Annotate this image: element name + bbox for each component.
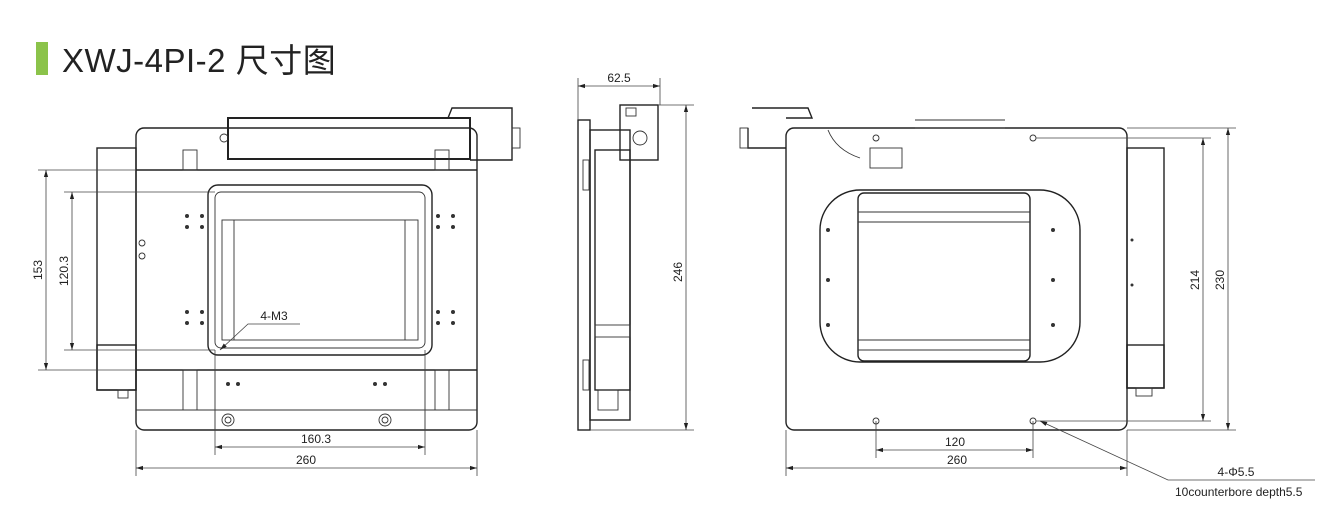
hole-note-counterbore: 10counterbore depth5.5 bbox=[1175, 485, 1303, 499]
hole-label-4-m3: 4-M3 bbox=[260, 309, 288, 323]
dim-246: 246 bbox=[671, 262, 685, 282]
dim-120: 120 bbox=[945, 435, 965, 449]
front-view: 153 120.3 160.3 260 4-M3 bbox=[31, 107, 521, 476]
title-text: XWJ-4PI-2 尺寸图 bbox=[62, 42, 337, 79]
dim-153: 153 bbox=[31, 260, 45, 280]
page-title: XWJ-4PI-2 尺寸图 bbox=[36, 34, 336, 82]
dim-62-5: 62.5 bbox=[607, 71, 631, 85]
title-accent-bar bbox=[36, 41, 48, 75]
dim-120-3: 120.3 bbox=[57, 256, 71, 286]
dim-230: 230 bbox=[1213, 270, 1227, 290]
dim-160-3: 160.3 bbox=[301, 432, 331, 446]
side-view: 62.5 246 bbox=[577, 71, 694, 431]
back-view: 214 230 120 260 4-Φ5.5 10counterbore dep… bbox=[739, 107, 1315, 499]
dim-214: 214 bbox=[1188, 270, 1202, 290]
dim-260-back: 260 bbox=[947, 453, 967, 467]
dim-260-front: 260 bbox=[296, 453, 316, 467]
hole-label-4-phi5-5: 4-Φ5.5 bbox=[1218, 465, 1255, 479]
